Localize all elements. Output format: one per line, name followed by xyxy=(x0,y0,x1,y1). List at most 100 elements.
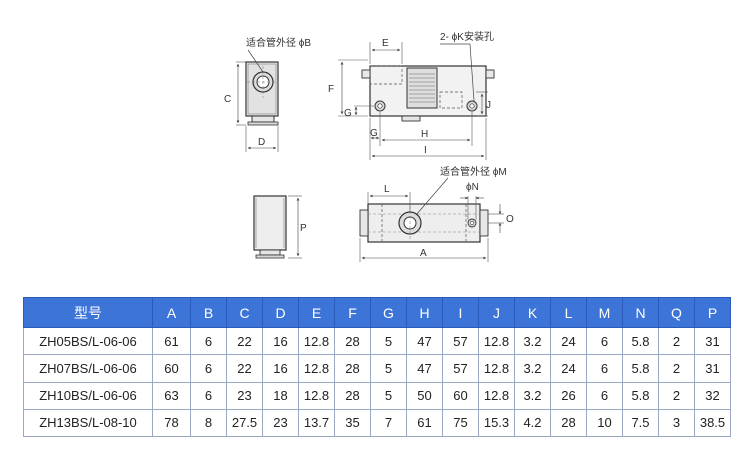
cell-p: 31 xyxy=(694,354,731,383)
cell-g: 7 xyxy=(370,408,407,438)
cell-j: 12.8 xyxy=(478,326,515,356)
cell-d: 23 xyxy=(262,408,299,438)
cell-c: 27.5 xyxy=(226,408,263,438)
cell-p: 31 xyxy=(694,326,731,356)
cell-l: 24 xyxy=(550,354,587,383)
cell-k: 3.2 xyxy=(514,381,551,410)
header-p: P xyxy=(694,297,731,328)
spec-table: 型号 A B C D E F G H I J K L M N Q P ZH05B xyxy=(23,297,731,438)
cell-f: 28 xyxy=(334,354,371,383)
cell-i: 57 xyxy=(442,326,479,356)
cell-f: 35 xyxy=(334,408,371,438)
cell-q: 2 xyxy=(658,381,695,410)
cell-e: 12.8 xyxy=(298,354,335,383)
dim-label-g-vertical: G xyxy=(344,108,352,119)
end-view xyxy=(253,195,302,259)
header-a: A xyxy=(152,297,191,328)
header-h: H xyxy=(406,297,443,328)
cell-c: 23 xyxy=(226,381,263,410)
cell-k: 4.2 xyxy=(514,408,551,438)
cell-f: 28 xyxy=(334,326,371,356)
cell-c: 22 xyxy=(226,354,263,383)
cell-d: 16 xyxy=(262,326,299,356)
header-d: D xyxy=(262,297,299,328)
dim-label-p: P xyxy=(300,223,307,234)
cell-h: 61 xyxy=(406,408,443,438)
dim-label-j: J xyxy=(486,100,491,111)
cell-d: 18 xyxy=(262,381,299,410)
cell-m: 6 xyxy=(586,381,623,410)
cell-j: 15.3 xyxy=(478,408,515,438)
cell-l: 28 xyxy=(550,408,587,438)
cell-c: 22 xyxy=(226,326,263,356)
cell-a: 78 xyxy=(152,408,191,438)
cell-k: 3.2 xyxy=(514,326,551,356)
dim-label-d: D xyxy=(258,137,265,148)
cell-a: 63 xyxy=(152,381,191,410)
header-l: L xyxy=(550,297,587,328)
table-row: ZH13BS/L-08-10 78 8 27.5 23 13.7 35 7 61… xyxy=(23,408,731,438)
cell-model: ZH07BS/L-06-06 xyxy=(23,354,153,383)
header-e: E xyxy=(298,297,335,328)
cell-a: 60 xyxy=(152,354,191,383)
dim-label-a: A xyxy=(420,248,427,259)
cell-n: 5.8 xyxy=(622,326,659,356)
header-i: I xyxy=(442,297,479,328)
cell-m: 6 xyxy=(586,326,623,356)
dim-label-f: F xyxy=(328,84,334,95)
cell-l: 24 xyxy=(550,326,587,356)
header-c: C xyxy=(226,297,263,328)
cell-q: 2 xyxy=(658,354,695,383)
cell-model: ZH10BS/L-06-06 xyxy=(23,381,153,410)
dim-label-e: E xyxy=(382,38,389,49)
cell-e: 13.7 xyxy=(298,408,335,438)
dim-label-phi-n: ϕN xyxy=(466,182,479,193)
technical-drawing: 适合管外径 ϕB C D xyxy=(224,30,514,262)
cell-a: 61 xyxy=(152,326,191,356)
cell-f: 28 xyxy=(334,381,371,410)
cell-i: 60 xyxy=(442,381,479,410)
table-row: ZH05BS/L-06-06 61 6 22 16 12.8 28 5 47 5… xyxy=(23,326,731,356)
cell-m: 10 xyxy=(586,408,623,438)
cell-q: 3 xyxy=(658,408,695,438)
header-m: M xyxy=(586,297,623,328)
label-fit-pipe-m: 适合管外径 ϕM xyxy=(440,165,507,178)
table-row: ZH07BS/L-06-06 60 6 22 16 12.8 28 5 47 5… xyxy=(23,354,731,383)
cell-e: 12.8 xyxy=(298,326,335,356)
cell-h: 50 xyxy=(406,381,443,410)
dim-label-o: O xyxy=(506,214,514,225)
cell-h: 47 xyxy=(406,326,443,356)
header-n: N xyxy=(622,297,659,328)
cell-b: 6 xyxy=(190,354,227,383)
side-view xyxy=(236,49,279,152)
table-row: ZH10BS/L-06-06 63 6 23 18 12.8 28 5 50 6… xyxy=(23,381,731,410)
cell-l: 26 xyxy=(550,381,587,410)
cell-h: 47 xyxy=(406,354,443,383)
header-k: K xyxy=(514,297,551,328)
cell-g: 5 xyxy=(370,326,407,356)
dim-label-l: L xyxy=(384,184,390,195)
cell-n: 5.8 xyxy=(622,381,659,410)
cell-j: 12.8 xyxy=(478,381,515,410)
cell-g: 5 xyxy=(370,381,407,410)
cell-d: 16 xyxy=(262,354,299,383)
cell-model: ZH05BS/L-06-06 xyxy=(23,326,153,356)
header-model: 型号 xyxy=(23,297,153,328)
header-g: G xyxy=(370,297,407,328)
cell-p: 38.5 xyxy=(694,408,731,438)
cell-n: 7.5 xyxy=(622,408,659,438)
dim-label-i: I xyxy=(424,145,427,156)
table-header-row: 型号 A B C D E F G H I J K L M N Q P xyxy=(23,297,731,328)
cell-b: 6 xyxy=(190,381,227,410)
header-j: J xyxy=(478,297,515,328)
cell-m: 6 xyxy=(586,354,623,383)
cell-q: 2 xyxy=(658,326,695,356)
cell-j: 12.8 xyxy=(478,354,515,383)
top-view xyxy=(359,177,504,262)
header-f: F xyxy=(334,297,371,328)
cell-p: 32 xyxy=(694,381,731,410)
cell-k: 3.2 xyxy=(514,354,551,383)
dim-label-g-horizontal: G xyxy=(370,128,378,139)
front-view xyxy=(338,42,495,160)
